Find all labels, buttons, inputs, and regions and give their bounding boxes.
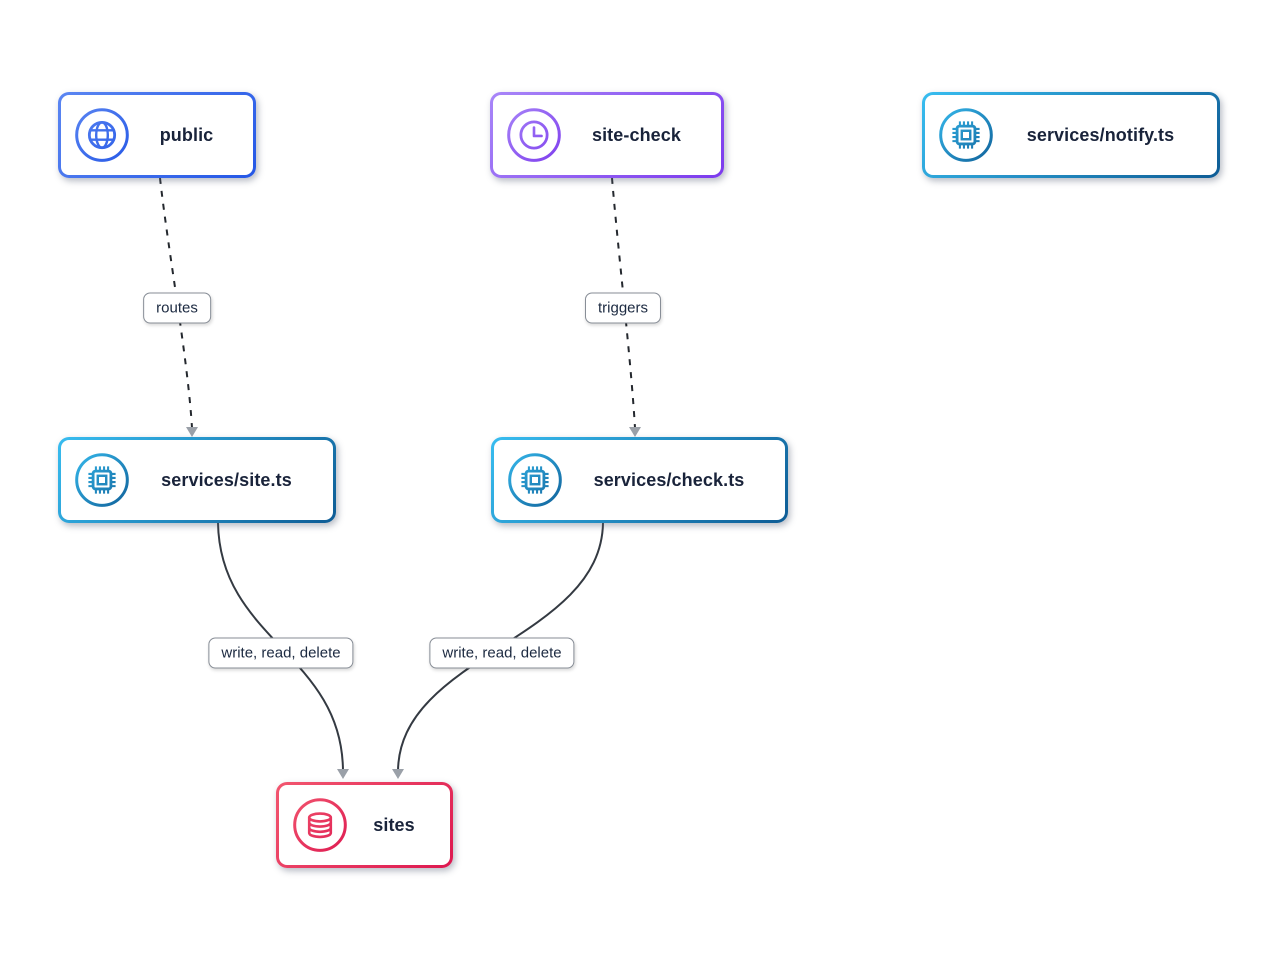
edge-label-routes: routes [143, 292, 211, 324]
edge-label-triggers: triggers [584, 292, 662, 324]
edge-public-to-site [159, 177, 193, 429]
edge-label-check-permissions: write, read, delete [429, 637, 575, 669]
clock-icon [504, 105, 564, 165]
node-services-site[interactable]: services/site.ts [58, 437, 336, 523]
node-label: site-check [591, 124, 682, 145]
chip-icon [72, 450, 132, 510]
edge-sitecheck-to-check [611, 177, 636, 429]
arrowhead-icon [186, 427, 198, 437]
arrowhead-icon [392, 769, 404, 779]
chip-icon [505, 450, 565, 510]
node-public[interactable]: public [58, 92, 256, 178]
node-label: services/notify.ts [1026, 124, 1175, 145]
node-label: services/site.ts [161, 469, 292, 490]
node-services-check[interactable]: services/check.ts [491, 437, 788, 523]
chip-icon [936, 105, 996, 165]
node-site-check[interactable]: site-check [490, 92, 724, 178]
node-sites[interactable]: sites [276, 782, 453, 868]
arrowhead-icon [629, 427, 641, 437]
node-label: sites [373, 814, 415, 835]
node-label: public [159, 124, 214, 145]
arrowhead-icon [337, 769, 349, 779]
node-services-notify[interactable]: services/notify.ts [922, 92, 1220, 178]
globe-icon [72, 105, 132, 165]
database-icon [290, 795, 350, 855]
node-label: services/check.ts [593, 469, 745, 490]
edge-label-site-permissions: write, read, delete [208, 637, 354, 669]
